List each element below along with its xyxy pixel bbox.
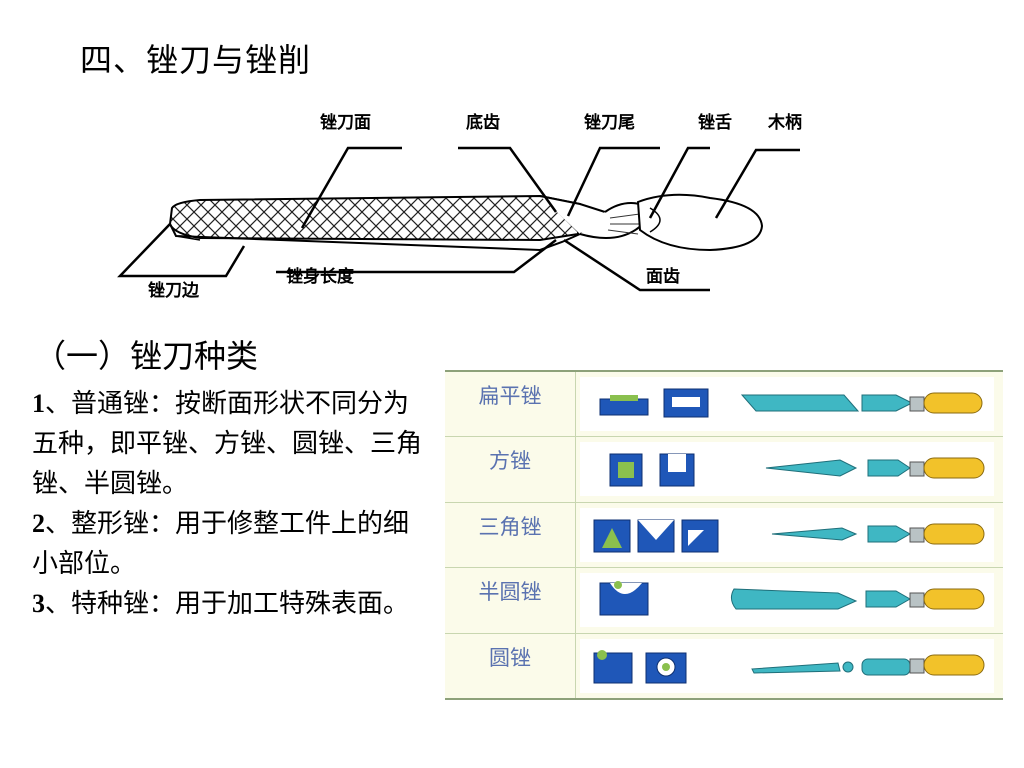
label-wood-handle: 木柄 xyxy=(767,112,802,133)
list-item: 2、整形锉：用于修整工件上的细小部位。 xyxy=(32,509,410,579)
label-file-tang: 锉舌 xyxy=(698,112,732,133)
file-types-table: 扁平锉 方锉 xyxy=(445,370,1003,700)
half-round-file-illustration xyxy=(580,573,994,628)
label-file-tail: 锉刀尾 xyxy=(584,112,635,133)
label-body-length: 锉身长度 xyxy=(286,266,355,287)
round-file-illustration xyxy=(580,638,994,693)
table-row: 半圆锉 xyxy=(445,567,1003,634)
slide-title: 四、锉刀与锉削 xyxy=(80,41,312,79)
leader-lines xyxy=(117,146,800,292)
type-name: 圆锉 xyxy=(445,632,576,700)
type-name: 三角锉 xyxy=(445,501,576,568)
table-row: 圆锉 xyxy=(445,632,1003,700)
table-row: 扁平锉 xyxy=(445,370,1003,437)
label-bottom-tooth: 底齿 xyxy=(466,112,500,133)
label-file-edge: 锉刀边 xyxy=(148,280,200,301)
label-file-face: 锉刀面 xyxy=(320,112,371,133)
section-heading: （一）锉刀种类 xyxy=(34,337,259,375)
file-illustration xyxy=(168,193,764,252)
table-row: 方锉 xyxy=(445,436,1003,503)
square-file-illustration xyxy=(580,442,994,497)
file-anatomy-diagram: 锉刀面 底齿 锉刀尾 锉舌 木柄 锉刀边 锉身长度 面齿 xyxy=(117,112,802,301)
table-row: 三角锉 xyxy=(445,501,1003,568)
list-item: 3、特种锉：用于加工特殊表面。 xyxy=(32,589,410,619)
type-name: 扁平锉 xyxy=(445,370,576,437)
list-item: 1、普通锉：按断面形状不同分为五种，即平锉、方锉、圆锉、三角锉、半圆锉。 xyxy=(32,389,423,499)
type-name: 方锉 xyxy=(445,436,576,503)
label-face-tooth: 面齿 xyxy=(646,266,680,287)
body-text: 1、普通锉：按断面形状不同分为五种，即平锉、方锉、圆锉、三角锉、半圆锉。 2、整… xyxy=(32,384,432,624)
flat-file-illustration xyxy=(580,377,994,431)
type-name: 半圆锉 xyxy=(445,567,576,634)
triangle-file-illustration xyxy=(580,507,994,562)
